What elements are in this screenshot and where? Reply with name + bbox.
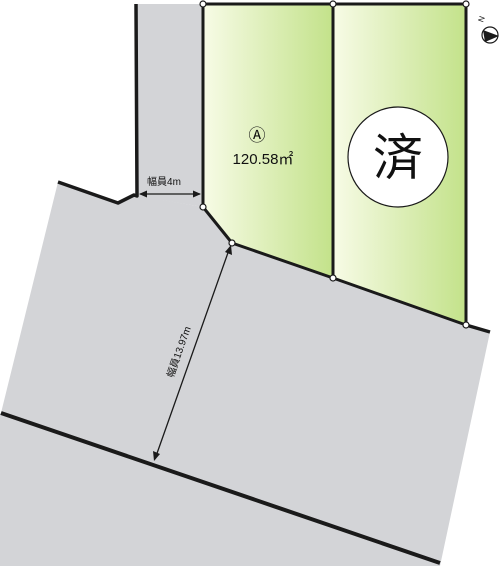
corner-marker xyxy=(462,321,470,329)
road-south-width-dimension xyxy=(153,245,232,461)
corner-marker xyxy=(228,239,236,247)
road-boundary-north-edge xyxy=(465,323,491,334)
lot-corner-markers xyxy=(199,0,470,329)
road-boundary-west xyxy=(57,3,139,205)
corner-marker xyxy=(329,0,337,8)
road-boundary-south xyxy=(0,411,441,565)
road-north-area xyxy=(136,4,203,207)
road-south-area xyxy=(0,182,490,566)
lot-a-mark: Ⓐ xyxy=(249,126,266,145)
compass-north-label: N xyxy=(476,15,487,24)
corner-marker xyxy=(462,0,470,8)
corner-marker xyxy=(199,0,207,8)
lot-b-sold-mark: 済 xyxy=(373,130,423,186)
corner-marker xyxy=(329,274,337,282)
road-north-width-dimension xyxy=(139,190,201,198)
compass-icon: N xyxy=(476,15,499,44)
road-north-width-label: 幅員4m xyxy=(147,175,181,188)
lot-b-sold-badge xyxy=(347,106,449,208)
lot-a-area-label: 120.58㎡ xyxy=(233,151,294,168)
lot-a-area xyxy=(201,2,335,280)
corner-marker xyxy=(199,203,207,211)
